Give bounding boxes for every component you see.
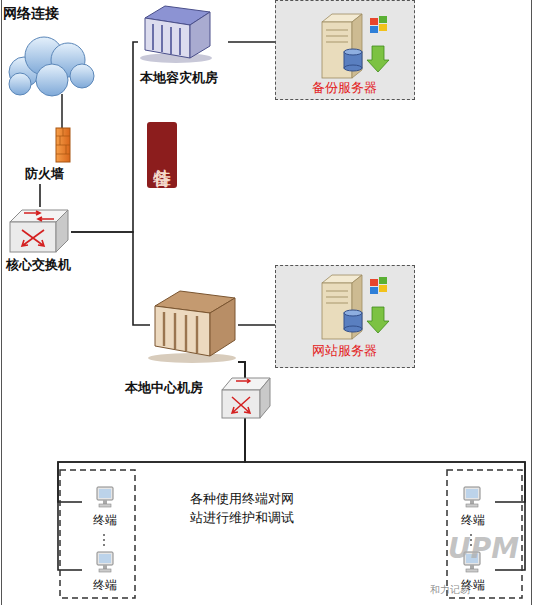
terminal-node: 终端 [450,548,495,593]
node-label: 终端 [82,578,127,592]
node-label: 网站服务器 [276,343,413,359]
server-symbol [322,275,389,339]
frame-line [1,0,2,605]
terminal-node: 终端 [82,548,127,593]
terminal-node: 终端 [450,483,495,528]
node-label: 终端 [82,513,127,527]
building-node: 本地容灾机房 [138,2,228,88]
node-label: 本地容灾机房 [140,70,218,86]
firewall-node: 防火墙 [18,126,70,184]
note-text: 各种使用终端对网 站进行维护和调试 [190,490,302,528]
diagram-title: 网络连接 [3,5,59,22]
node-label: 核心交换机 [5,257,71,273]
network-link [238,362,525,570]
terminal-symbol [97,487,113,507]
node-label: 本地中心机房 [125,380,203,396]
switch-node: 核心交换机 [5,207,71,275]
network-link [238,362,525,502]
network-link [238,324,275,326]
node-label: 备份服务器 [276,80,413,96]
terminal-symbol [97,552,113,572]
terminal-group [447,470,522,598]
network-link [228,41,275,43]
logo-watermark: UPM [448,532,519,566]
server-symbol [322,14,389,78]
terminal-group [60,470,135,598]
node-label: 终端 [450,513,495,527]
terminal-symbol [464,487,480,507]
network-link [71,42,138,232]
switch-symbol [222,378,270,418]
firewall-symbol [56,128,70,162]
building-node: 本地中心机房 [150,288,238,398]
network-link [71,232,150,325]
network-link [39,184,41,207]
seal-watermark: 备特佳 [147,122,177,188]
frame-line [531,0,532,605]
switch-symbol [10,210,68,252]
ellipsis-dots [103,534,472,546]
building-symbol [148,291,236,363]
cloud-symbol [9,37,94,96]
network-link [58,362,245,570]
server-box: 备份服务器 [275,0,415,100]
building-symbol [140,6,212,63]
node-label: 防火墙 [18,166,70,182]
node-label: 终端 [450,578,495,592]
network-link [58,362,245,502]
terminal-symbol [464,552,480,572]
terminal-node: 终端 [82,483,127,528]
server-box: 网站服务器 [275,265,415,368]
wire [61,94,63,128]
